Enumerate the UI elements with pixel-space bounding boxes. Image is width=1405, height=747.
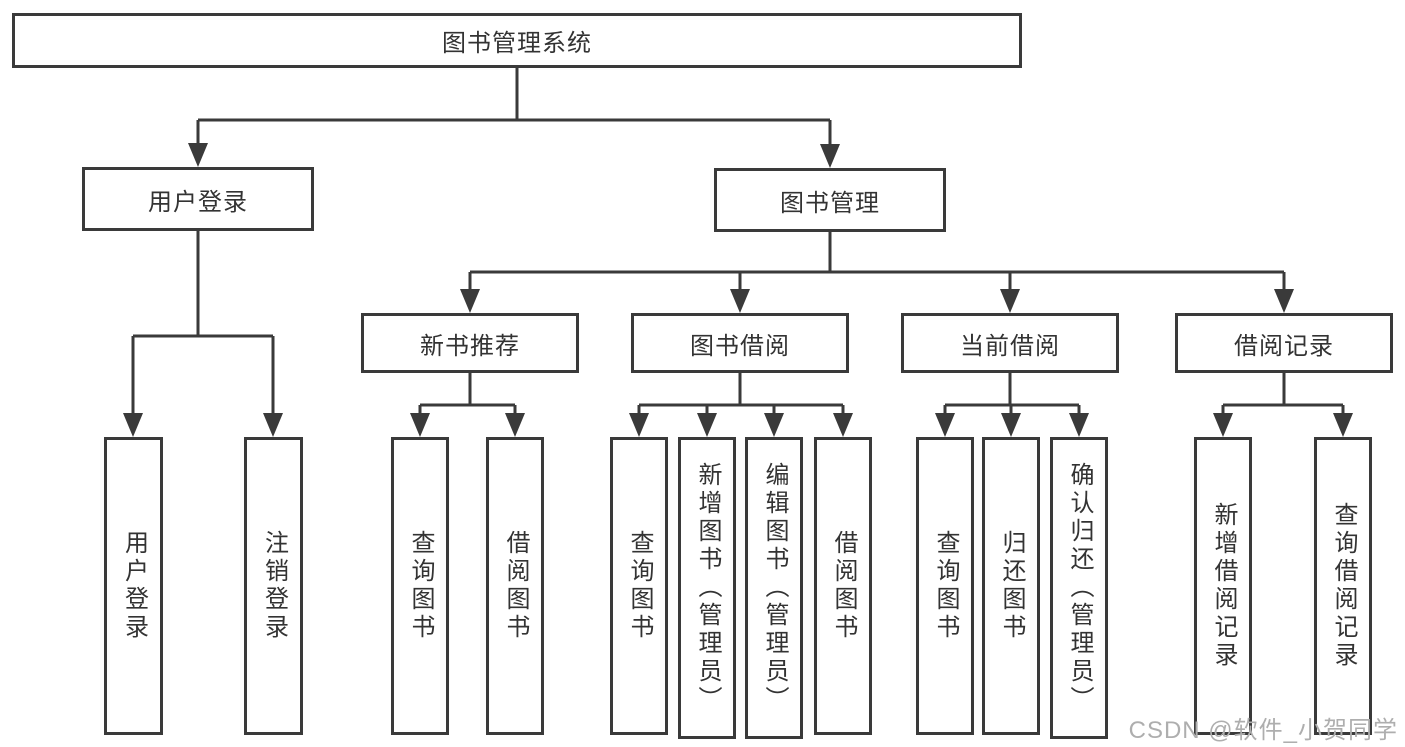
connector-user-login — [131, 231, 275, 416]
leaf-add-borrow-record: 新增借阅记录 — [1194, 437, 1252, 735]
connector-book-borrow — [637, 373, 845, 416]
node-user-login: 用户登录 — [82, 167, 314, 231]
leaf-confirm-return-admin-label: 确认归还（管理员） — [1066, 462, 1093, 714]
leaf-edit-book-admin: 编辑图书（管理员） — [745, 437, 803, 739]
leaf-user-login: 用户登录 — [104, 437, 163, 735]
connector-root — [196, 68, 832, 147]
leaf-confirm-return-admin: 确认归还（管理员） — [1050, 437, 1108, 739]
leaf-borrow-query-book: 查询图书 — [610, 437, 668, 735]
node-book-borrow: 图书借阅 — [631, 313, 849, 373]
leaf-current-query-book-label: 查询图书 — [932, 530, 959, 642]
node-new-book-recommend: 新书推荐 — [361, 313, 579, 373]
leaf-borrow-book: 借阅图书 — [814, 437, 872, 735]
leaf-recommend-query-book-label: 查询图书 — [407, 530, 434, 642]
node-book-management: 图书管理 — [714, 168, 946, 232]
leaf-recommend-borrow-book-label: 借阅图书 — [502, 530, 529, 642]
leaf-add-book-admin-label: 新增图书（管理员） — [694, 462, 721, 714]
leaf-current-query-book: 查询图书 — [916, 437, 974, 735]
leaf-add-book-admin: 新增图书（管理员） — [678, 437, 736, 739]
leaf-query-borrow-record: 查询借阅记录 — [1314, 437, 1372, 735]
watermark: CSDN @软件_小贺同学 — [1128, 717, 1398, 744]
leaf-borrow-book-label: 借阅图书 — [830, 530, 857, 642]
leaf-recommend-query-book: 查询图书 — [391, 437, 449, 735]
connector-new-book-recommend — [418, 373, 517, 416]
connector-borrow-record — [1221, 373, 1345, 416]
arrowheads — [123, 143, 1353, 437]
node-library-system: 图书管理系统 — [12, 13, 1022, 68]
leaf-logout: 注销登录 — [244, 437, 303, 735]
leaf-query-borrow-record-label: 查询借阅记录 — [1330, 502, 1357, 670]
node-borrow-record: 借阅记录 — [1175, 313, 1393, 373]
leaf-recommend-borrow-book: 借阅图书 — [486, 437, 544, 735]
leaf-logout-label: 注销登录 — [260, 530, 288, 642]
leaf-user-login-label: 用户登录 — [120, 530, 148, 642]
node-current-borrow: 当前借阅 — [901, 313, 1119, 373]
connector-book-management — [468, 232, 1286, 292]
leaf-return-book-label: 归还图书 — [998, 530, 1025, 642]
leaf-borrow-query-book-label: 查询图书 — [626, 530, 653, 642]
leaf-edit-book-admin-label: 编辑图书（管理员） — [761, 462, 788, 714]
leaf-return-book: 归还图书 — [982, 437, 1040, 735]
leaf-add-borrow-record-label: 新增借阅记录 — [1210, 502, 1237, 670]
connector-current-borrow — [943, 373, 1081, 416]
